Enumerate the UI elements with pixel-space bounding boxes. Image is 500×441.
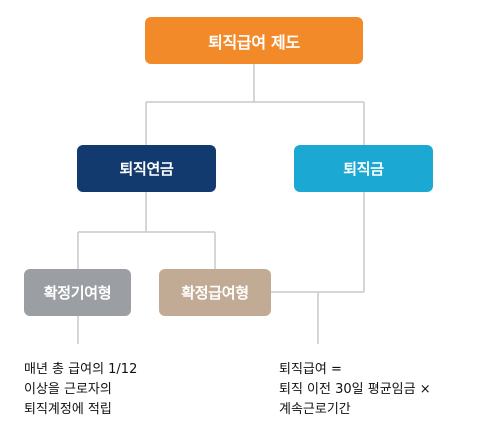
defined-contribution-node: 확정기여형	[24, 269, 131, 316]
severance-note-line: 퇴직 이전 30일 평균임금 ×	[279, 382, 431, 397]
dc-note-line: 매년 총 급여의 1/12	[24, 362, 138, 377]
severance-note-line: 계속근로기간	[279, 402, 351, 417]
dc-note: 매년 총 급여의 1/12 이상을 근로자의 퇴직계정에 적립	[24, 360, 137, 420]
dc-note-line: 이상을 근로자의	[24, 382, 112, 397]
defined-benefit-node: 확정급여형	[159, 269, 271, 316]
severance-note-line: 퇴직급여 =	[279, 362, 342, 377]
defined-contribution-label: 확정기여형	[43, 284, 112, 302]
severance-node: 퇴직금	[294, 145, 433, 192]
dc-note-line: 퇴직계정에 적립	[24, 402, 112, 417]
root-node-label: 퇴직급여 제도	[208, 32, 300, 52]
pension-node-label: 퇴직연금	[119, 160, 174, 178]
pension-node: 퇴직연금	[77, 145, 216, 192]
root-node: 퇴직급여 제도	[145, 17, 363, 64]
severance-node-label: 퇴직금	[343, 160, 384, 178]
severance-note: 퇴직급여 = 퇴직 이전 30일 평균임금 × 계속근로기간	[279, 360, 431, 420]
defined-benefit-label: 확정급여형	[181, 284, 249, 302]
